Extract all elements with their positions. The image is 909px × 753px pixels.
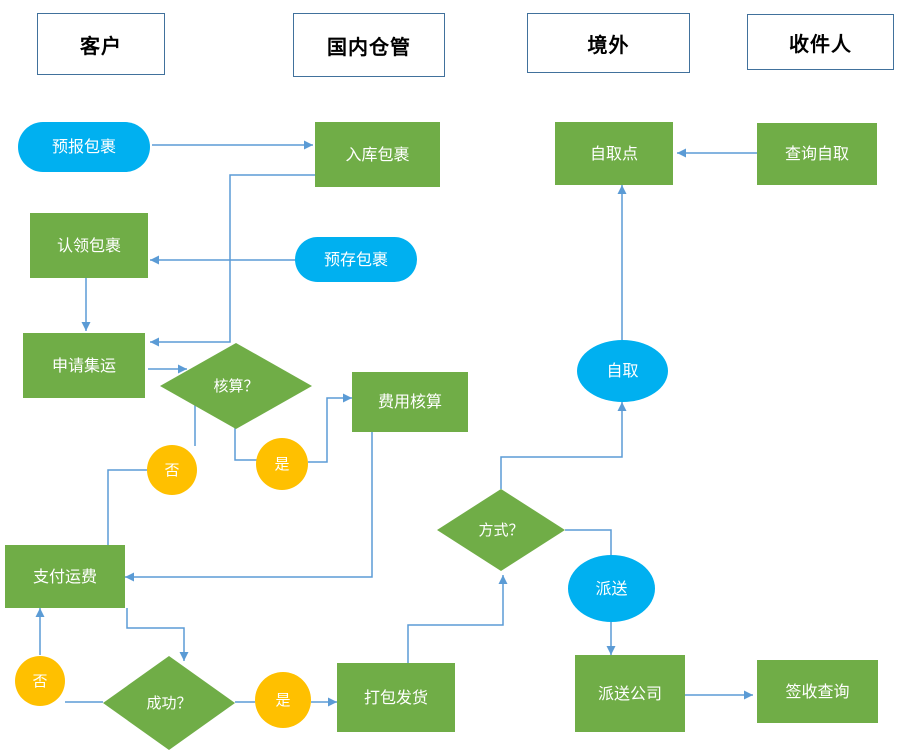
node-delivery-company: 派送公司 [575,655,685,732]
edge-inbound-to-apply [150,174,315,347]
node-check-decision: 核算？ [160,343,312,429]
node-pickup-point: 自取点 [555,122,673,185]
node-forecast-package: 预报包裹 [18,122,150,172]
lane-header-customer: 客户 [37,13,165,75]
lane-header-recipient: 收件人 [747,14,894,70]
node-check-yes-label: 是 [256,438,308,490]
lane-header-overseas: 境外 [527,13,690,73]
node-check-no-label: 否 [147,445,197,495]
edge-method-to-delivery [565,529,612,556]
node-success-decision: 成功？ [103,656,235,750]
node-delivery: 派送 [568,555,655,622]
edge-pack-to-method [407,575,508,663]
node-success-yes-label: 是 [255,672,311,728]
lane-header-domestic-warehouse: 国内仓管 [293,13,445,77]
node-pay-freight: 支付运费 [5,545,125,608]
edge-yes1-to-fee [308,393,352,463]
edge-no1-to-pay [107,469,147,545]
node-self-pickup: 自取 [577,340,668,402]
node-success-no-label: 否 [15,656,65,706]
edge-method-to-selfpickup [500,402,627,489]
node-apply-consolidation: 申请集运 [23,333,145,398]
node-sign-query: 签收查询 [757,660,878,723]
node-prestore-package: 预存包裹 [295,237,417,282]
edge-pay-to-success [126,608,189,661]
node-pack-ship: 打包发货 [337,663,455,732]
edge-check-to-yes1 [234,428,257,461]
node-claim-package: 认领包裹 [30,213,148,278]
node-inbound-package: 入库包裹 [315,122,440,187]
node-method-decision: 方式？ [437,489,565,571]
node-query-pickup: 查询自取 [757,123,877,185]
node-fee-calculation: 费用核算 [352,372,468,432]
